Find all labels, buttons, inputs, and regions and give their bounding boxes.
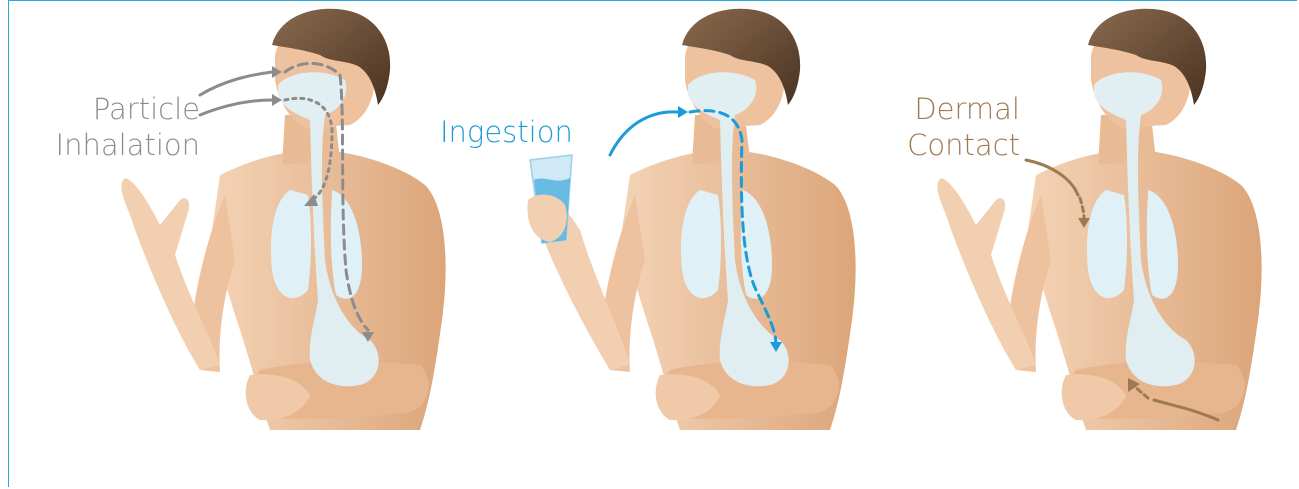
ingestion-body-illustration xyxy=(510,0,943,489)
ingestion-figure xyxy=(510,0,943,489)
inhalation-figure xyxy=(100,0,533,489)
ingestion-label-line1: Ingestion xyxy=(440,115,573,149)
dermal-label-line1: Dermal xyxy=(914,92,1020,126)
dermal-body-illustration xyxy=(916,0,1299,489)
dermal-label-line2: Contact xyxy=(907,128,1020,162)
dermal-figure xyxy=(916,0,1299,489)
ingestion-label: Ingestion xyxy=(440,115,573,149)
inhalation-label-line1: Particle xyxy=(93,92,200,126)
inhalation-label-line2: Inhalation xyxy=(56,128,200,162)
inhalation-body-illustration xyxy=(100,0,533,489)
